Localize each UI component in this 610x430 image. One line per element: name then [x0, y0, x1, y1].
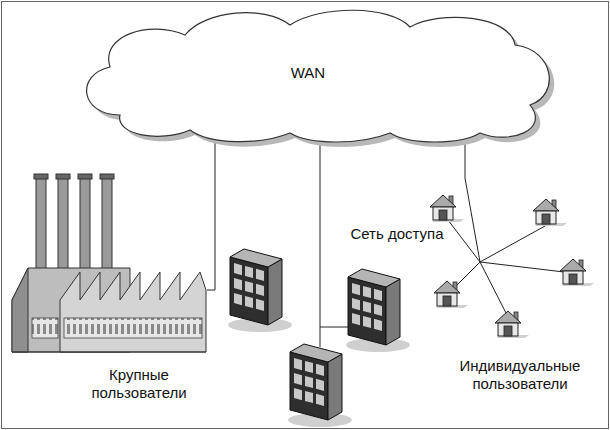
cloud-outline: [87, 10, 550, 142]
group-label: Индивидуальные пользователи: [445, 356, 595, 394]
server-icons: [228, 249, 410, 427]
factory-illustration: [12, 174, 206, 352]
access-wires: [320, 222, 352, 347]
network-name: WAN: [273, 63, 343, 83]
access-network-node: Сеть доступа: [225, 222, 460, 422]
house-wires: [448, 178, 564, 313]
households-node: Индивидуальные пользователи: [420, 178, 605, 400]
cloud-node: WAN: [70, 5, 565, 150]
house-icons: [430, 195, 594, 338]
factory-node: Крупные пользователи: [12, 165, 207, 405]
group-label: Крупные пользователи: [74, 365, 204, 403]
group-label: Сеть доступа: [347, 224, 447, 244]
